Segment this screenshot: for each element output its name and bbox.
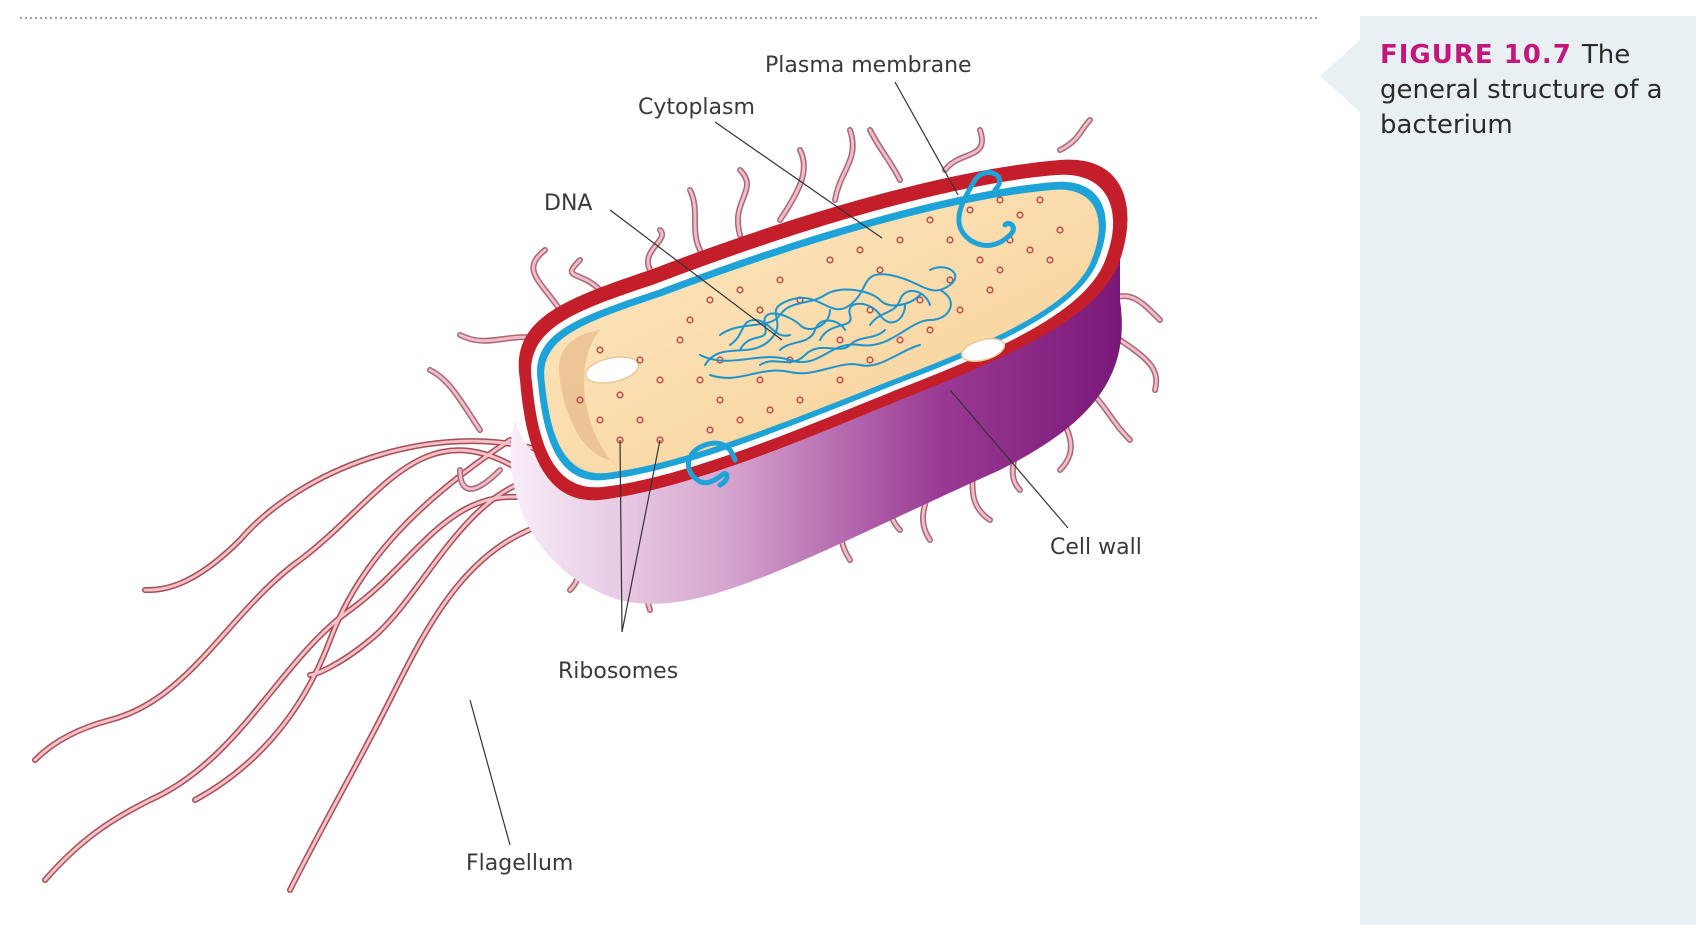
label-cell-wall: Cell wall (1050, 535, 1142, 560)
leader-lines (469, 81, 1069, 846)
label-cytoplasm: Cytoplasm (638, 95, 755, 120)
plasmid (685, 440, 738, 488)
leader-ribosome-1 (619, 439, 623, 633)
inclusion (584, 356, 640, 384)
leader-cell-wall (949, 389, 1069, 529)
cytoplasm-shading (559, 330, 610, 460)
leader-cytoplasm (714, 121, 883, 239)
figure-number: FIGURE 10.7 (1380, 40, 1572, 70)
flagella (32, 437, 563, 893)
label-plasma-membrane: Plasma membrane (765, 53, 972, 78)
figure-title: The general structure of a bacterium (1380, 40, 1663, 140)
inclusion (960, 338, 1006, 362)
caption-pointer (1320, 40, 1360, 112)
leader-flagellum (469, 699, 511, 846)
label-flagellum: Flagellum (466, 851, 573, 876)
leader-ribosome-2 (621, 439, 661, 633)
bacterium-diagram: Plasma membrane Cytoplasm DNA Cell wall … (20, 17, 1320, 893)
dna-nucleoid (699, 266, 957, 379)
leader-plasma-membrane (894, 81, 959, 196)
label-ribosomes: Ribosomes (558, 659, 678, 684)
leader-dna (609, 209, 783, 341)
label-dna: DNA (544, 191, 592, 216)
cytoplasm (544, 189, 1099, 474)
plasmid (956, 170, 1016, 248)
